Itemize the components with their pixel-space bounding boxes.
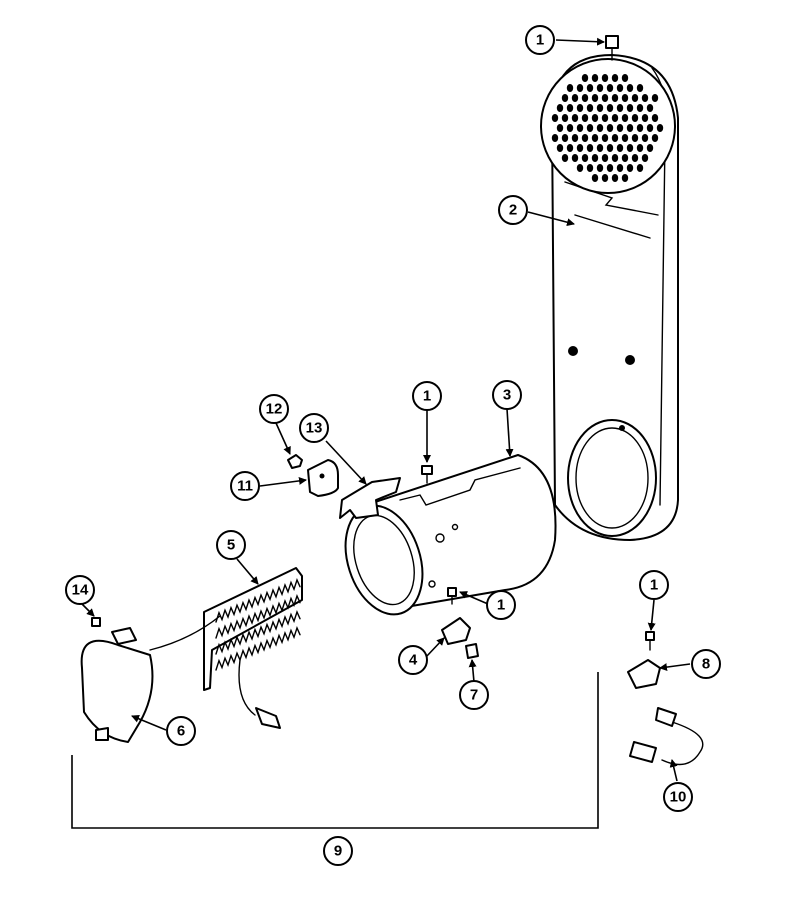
svg-text:1: 1 bbox=[650, 577, 658, 594]
svg-text:12: 12 bbox=[266, 401, 283, 418]
screw bbox=[447, 587, 457, 605]
screw bbox=[421, 465, 433, 484]
callouts: 1 2 3 1 12 13 11 5 14 6 1 4 7 1 8 10 9 bbox=[65, 25, 721, 866]
svg-text:13: 13 bbox=[306, 420, 323, 437]
callout-8-thermal-fuse: 8 bbox=[691, 649, 721, 679]
callout-14-screw: 14 bbox=[65, 575, 95, 605]
svg-text:6: 6 bbox=[177, 723, 185, 740]
svg-text:5: 5 bbox=[227, 537, 235, 554]
vent-holes bbox=[551, 74, 664, 182]
callout-3-heater-housing: 3 bbox=[492, 380, 522, 410]
terminal-block bbox=[441, 617, 471, 645]
svg-text:1: 1 bbox=[536, 32, 544, 49]
heater-housing bbox=[344, 454, 557, 616]
svg-text:3: 3 bbox=[503, 387, 511, 404]
svg-text:1: 1 bbox=[423, 388, 431, 405]
callout-2-vent-housing: 2 bbox=[498, 195, 528, 225]
callout-13-bracket: 13 bbox=[299, 413, 329, 443]
svg-text:2: 2 bbox=[509, 202, 517, 219]
wire-harness bbox=[629, 707, 704, 766]
callout-4-terminal-block: 4 bbox=[398, 645, 428, 675]
svg-text:4: 4 bbox=[409, 652, 418, 669]
svg-text:7: 7 bbox=[470, 687, 478, 704]
svg-text:10: 10 bbox=[670, 789, 687, 806]
callout-6-shield: 6 bbox=[166, 716, 196, 746]
leader-lines bbox=[81, 37, 691, 782]
svg-text:9: 9 bbox=[334, 843, 342, 860]
vent-housing bbox=[540, 35, 679, 541]
callout-10-wire-harness: 10 bbox=[663, 782, 693, 812]
svg-text:1: 1 bbox=[497, 597, 505, 614]
thermal-fuse bbox=[627, 631, 661, 689]
callout-1-screw-bottom: 1 bbox=[486, 590, 516, 620]
svg-text:14: 14 bbox=[72, 582, 89, 599]
heating-element bbox=[111, 567, 303, 729]
callout-1-screw-housing: 1 bbox=[412, 381, 442, 411]
callout-1-screw-top: 1 bbox=[525, 25, 555, 55]
kit-bracket bbox=[71, 672, 599, 829]
element-shield bbox=[80, 639, 154, 743]
clip bbox=[287, 454, 303, 469]
high-limit-thermostat bbox=[307, 459, 339, 497]
svg-text:11: 11 bbox=[237, 478, 253, 495]
fastener bbox=[465, 643, 479, 659]
callout-1-screw-fuse: 1 bbox=[639, 570, 669, 600]
thermostat-bracket bbox=[339, 477, 401, 519]
callout-11-thermostat: 11 bbox=[230, 471, 260, 501]
screw bbox=[91, 617, 101, 627]
callout-7-fastener: 7 bbox=[459, 680, 489, 710]
callout-9-kit: 9 bbox=[323, 836, 353, 866]
svg-text:8: 8 bbox=[702, 656, 710, 673]
callout-5-heating-element: 5 bbox=[216, 530, 246, 560]
callout-12-clip: 12 bbox=[259, 394, 289, 424]
